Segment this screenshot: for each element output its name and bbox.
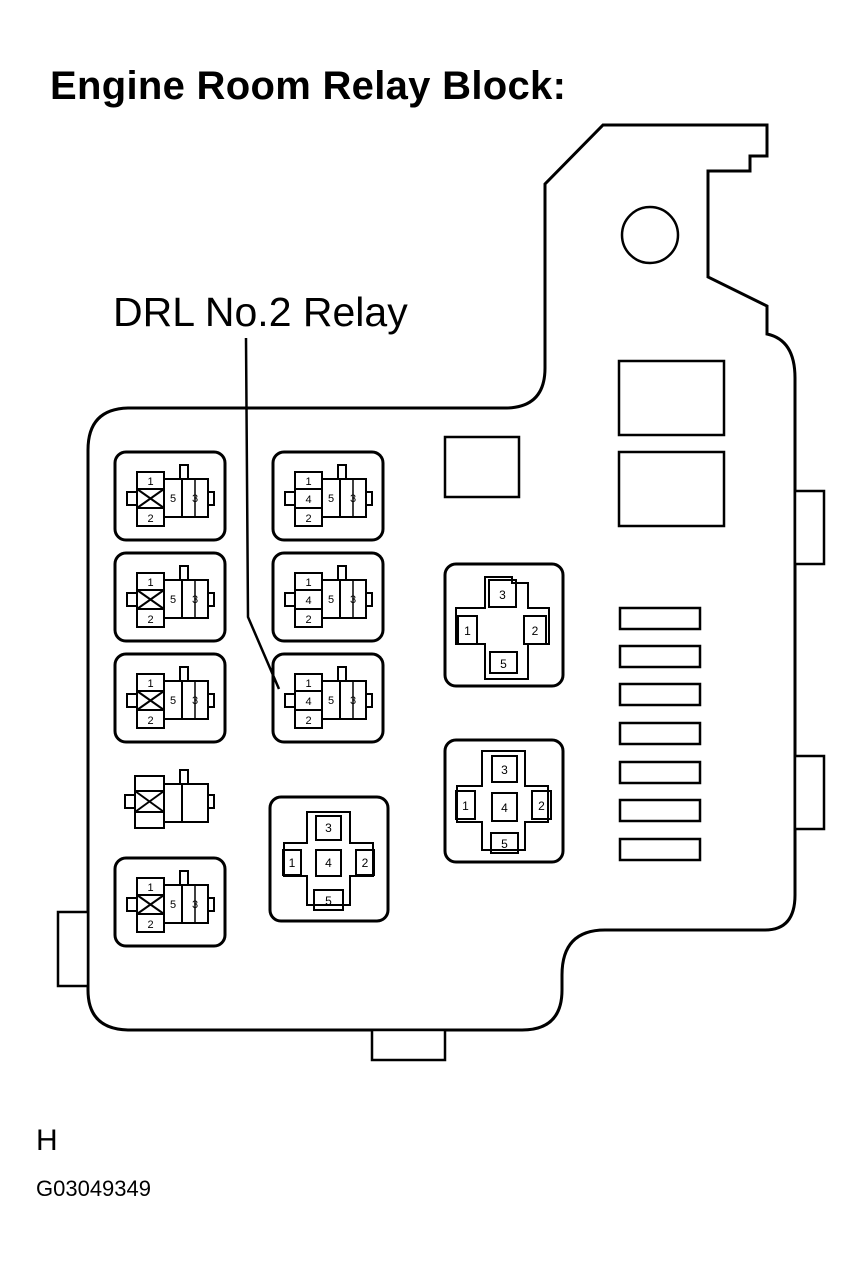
drl-no2-relay-callout: DRL No.2 Relay xyxy=(113,289,408,335)
fuse-slot-7 xyxy=(618,837,702,862)
pin-label-1: 1 xyxy=(147,476,153,488)
pin-label-2: 2 xyxy=(305,513,311,525)
drl-no2-relay-socket: 1 4 2 5 3 xyxy=(271,652,385,744)
pin-label-5: 5 xyxy=(328,493,334,505)
pin-label-5: 5 xyxy=(170,695,176,707)
fuse-block-large-1 xyxy=(617,359,726,437)
code-letter: H xyxy=(36,1124,58,1157)
relay-block-outline xyxy=(86,123,797,1032)
fuse-slot-6 xyxy=(618,798,702,823)
fuse-slot-5 xyxy=(618,760,702,785)
mount-tab-right-lower xyxy=(793,754,826,831)
pin-label-3: 3 xyxy=(192,594,198,606)
figure-id: G03049349 xyxy=(36,1176,151,1201)
pin-label-3: 3 xyxy=(350,594,356,606)
relay-socket-cross-1: 3 4 5 1 2 xyxy=(268,795,390,923)
fuse-slot-3 xyxy=(618,682,702,707)
pin-label-5: 5 xyxy=(170,899,176,911)
pin-label-5: 5 xyxy=(500,657,507,671)
pin-label-1: 1 xyxy=(462,799,469,813)
relay-socket-left-2: 1 2 5 3 xyxy=(113,551,227,643)
diagram-title: Engine Room Relay Block: xyxy=(50,64,567,108)
callout-leader-line xyxy=(244,337,281,690)
fuse-slot-1 xyxy=(618,606,702,631)
pin-label-2: 2 xyxy=(305,715,311,727)
pin-label-5: 5 xyxy=(170,493,176,505)
pin-label-5: 5 xyxy=(170,594,176,606)
relay-socket-cross-2: 3 4 5 1 2 xyxy=(443,738,565,864)
mount-tab-left xyxy=(56,910,90,988)
fuse-slot-2 xyxy=(618,644,702,669)
pin-label-1: 1 xyxy=(289,856,296,870)
mounting-hole xyxy=(620,205,680,265)
pin-label-1: 1 xyxy=(147,678,153,690)
pin-label-3: 3 xyxy=(192,695,198,707)
pin-label-1: 1 xyxy=(147,882,153,894)
fuse-block-large-2 xyxy=(617,450,726,528)
fuse-block-small xyxy=(443,435,521,499)
pin-label-2: 2 xyxy=(532,624,539,638)
relay-socket-left-1: 1 2 5 3 xyxy=(113,450,227,542)
relay-socket-4pin: 3 5 1 2 xyxy=(443,562,565,688)
pin-label-3: 3 xyxy=(192,493,198,505)
pin-label-3: 3 xyxy=(192,899,198,911)
pin-label-4: 4 xyxy=(305,696,311,708)
pin-label-5: 5 xyxy=(328,695,334,707)
pin-label-5: 5 xyxy=(325,894,332,908)
pin-label-5: 5 xyxy=(328,594,334,606)
pin-label-2: 2 xyxy=(147,614,153,626)
pin-label-2: 2 xyxy=(538,799,545,813)
pin-label-2: 2 xyxy=(147,919,153,931)
pin-label-2: 2 xyxy=(362,856,369,870)
pin-label-4: 4 xyxy=(305,494,311,506)
pin-label-3: 3 xyxy=(325,821,332,835)
pin-label-1: 1 xyxy=(305,678,311,690)
pin-label-1: 1 xyxy=(305,476,311,488)
relay-socket-left-3: 1 2 5 3 xyxy=(113,652,227,744)
pin-label-3: 3 xyxy=(501,763,508,777)
relay-socket-middle-2: 1 4 2 5 3 xyxy=(271,551,385,643)
fuse-slot-4 xyxy=(618,721,702,746)
pin-label-1: 1 xyxy=(464,624,471,638)
pin-label-2: 2 xyxy=(147,513,153,525)
pin-label-1: 1 xyxy=(305,577,311,589)
relay-socket-left-4 xyxy=(124,769,215,829)
pin-label-3: 3 xyxy=(350,695,356,707)
pin-label-5: 5 xyxy=(501,837,508,851)
pin-label-1: 1 xyxy=(147,577,153,589)
pin-label-2: 2 xyxy=(147,715,153,727)
pin-label-4: 4 xyxy=(325,856,332,870)
pin-label-2: 2 xyxy=(305,614,311,626)
mount-tab-right-upper xyxy=(793,489,826,566)
relay-socket-left-5: 1 2 5 3 xyxy=(113,856,227,948)
pin-label-3: 3 xyxy=(350,493,356,505)
mount-tab-bottom xyxy=(370,1028,447,1062)
pin-label-4: 4 xyxy=(501,801,508,815)
pin-label-3: 3 xyxy=(499,588,506,602)
pin-label-4: 4 xyxy=(305,595,311,607)
relay-socket-middle-1: 1 4 2 5 3 xyxy=(271,450,385,542)
